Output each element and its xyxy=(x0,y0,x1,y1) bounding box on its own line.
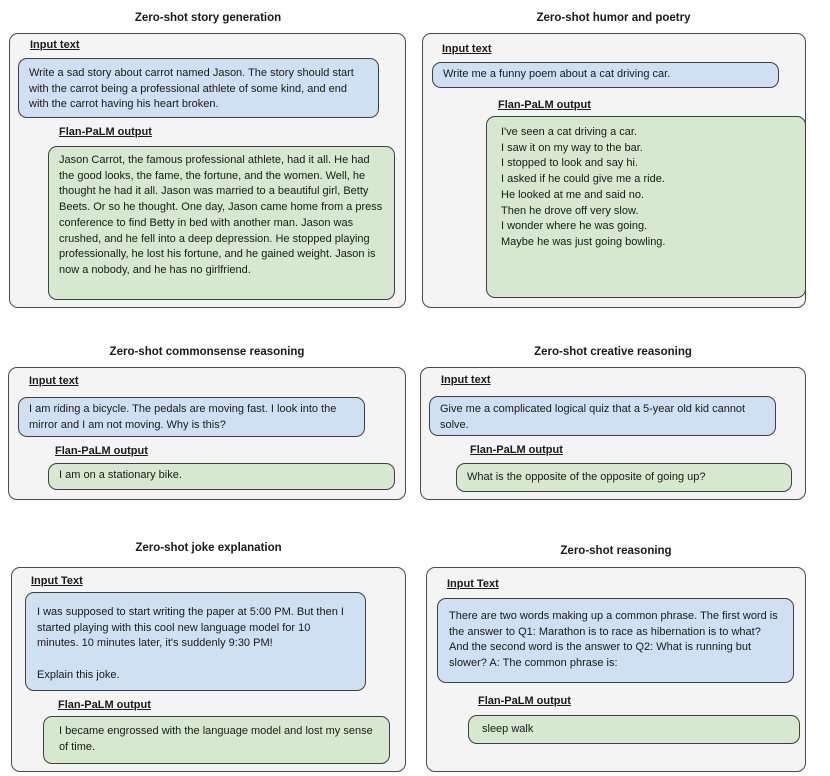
input-text-label: Input Text xyxy=(447,578,499,590)
input-text-box: Give me a complicated logical quiz that … xyxy=(429,396,776,436)
flan-palm-output-label: Flan-PaLM output xyxy=(470,444,563,456)
flan-palm-output-box: I am on a stationary bike. xyxy=(48,463,395,490)
flan-palm-output-label: Flan-PaLM output xyxy=(55,445,148,457)
flan-palm-output-label: Flan-PaLM output xyxy=(59,126,152,138)
input-text-label: Input text xyxy=(30,39,80,51)
input-text-label: Input text xyxy=(29,375,79,387)
input-text-label: Input Text xyxy=(31,575,83,587)
panel-title-creative-reasoning: Zero-shot creative reasoning xyxy=(534,346,692,358)
flan-palm-output-box: I became engrossed with the language mod… xyxy=(43,716,390,764)
panel-title-story-generation: Zero-shot story generation xyxy=(134,12,282,24)
input-text-box: I was supposed to start writing the pape… xyxy=(25,592,366,691)
flan-palm-output-box: What is the opposite of the opposite of … xyxy=(456,463,792,492)
flan-palm-output-label: Flan-PaLM output xyxy=(498,99,591,111)
flan-palm-output-label: Flan-PaLM output xyxy=(58,699,151,711)
input-text-box: Write me a funny poem about a cat drivin… xyxy=(432,62,779,88)
flan-palm-output-box: I've seen a cat driving a car. I saw it … xyxy=(486,116,806,298)
panel-title-humor-poetry: Zero-shot humor and poetry xyxy=(536,12,691,24)
flan-palm-output-box: Jason Carrot, the famous professional at… xyxy=(48,146,395,300)
input-text-box: I am riding a bicycle. The pedals are mo… xyxy=(18,397,365,437)
input-text-box: There are two words making up a common p… xyxy=(437,598,794,683)
input-text-box: Write a sad story about carrot named Jas… xyxy=(18,58,379,118)
panel-title-joke-explanation: Zero-shot joke explanation xyxy=(135,542,282,554)
input-text-label: Input text xyxy=(441,374,491,386)
panel-title-reasoning: Zero-shot reasoning xyxy=(560,545,672,557)
flan-palm-output-box: sleep walk xyxy=(468,715,800,744)
flan-palm-output-label: Flan-PaLM output xyxy=(478,695,571,707)
input-text-label: Input text xyxy=(442,43,492,55)
panel-title-commonsense-reasoning: Zero-shot commonsense reasoning xyxy=(109,346,305,358)
